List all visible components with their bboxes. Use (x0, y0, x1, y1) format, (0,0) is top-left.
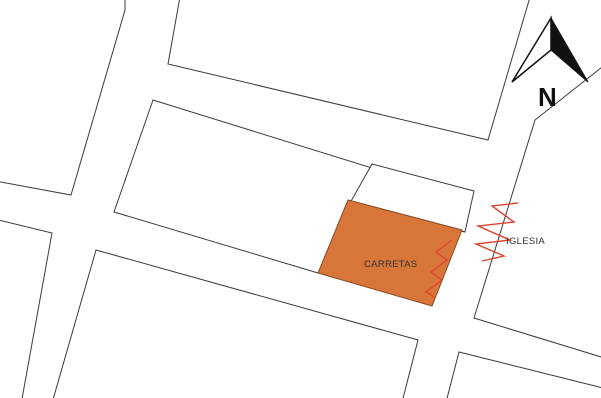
site-lot-carretas (317, 199, 463, 307)
city-block-north (167, 0, 530, 141)
city-block-west-upper (0, 0, 126, 196)
city-block-west-lower (0, 219, 53, 398)
site-zigzag-marker (424, 239, 453, 298)
city-block-east (473, 67, 601, 358)
city-block-southwest (52, 249, 419, 398)
landmark-label: IGLESIA (506, 236, 545, 247)
north-arrow-icon (511, 15, 589, 83)
city-block-southeast (446, 351, 601, 398)
north-arrow-label: N (538, 82, 557, 112)
site-label: CARRETAS (364, 259, 417, 270)
landmark-zigzag-marker (473, 202, 519, 262)
